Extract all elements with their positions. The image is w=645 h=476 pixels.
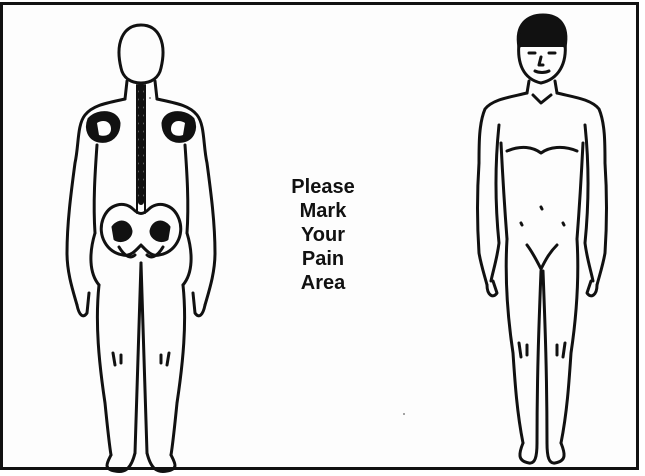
instruction-line: Your (260, 223, 386, 247)
front-body-figure[interactable] (471, 13, 631, 473)
pain-diagram-frame: Please Mark Your Pain Area (0, 2, 639, 470)
pain-area-instruction: Please Mark Your Pain Area (260, 175, 386, 295)
instruction-line: Area (260, 271, 386, 295)
instruction-line: Mark (260, 199, 386, 223)
back-body-figure[interactable] (59, 23, 229, 475)
scan-speck (149, 97, 151, 99)
instruction-line: Pain (260, 247, 386, 271)
instruction-line: Please (260, 175, 386, 199)
human-body-front-icon (471, 13, 631, 473)
human-body-back-icon (59, 23, 229, 475)
scan-speck (403, 413, 405, 415)
